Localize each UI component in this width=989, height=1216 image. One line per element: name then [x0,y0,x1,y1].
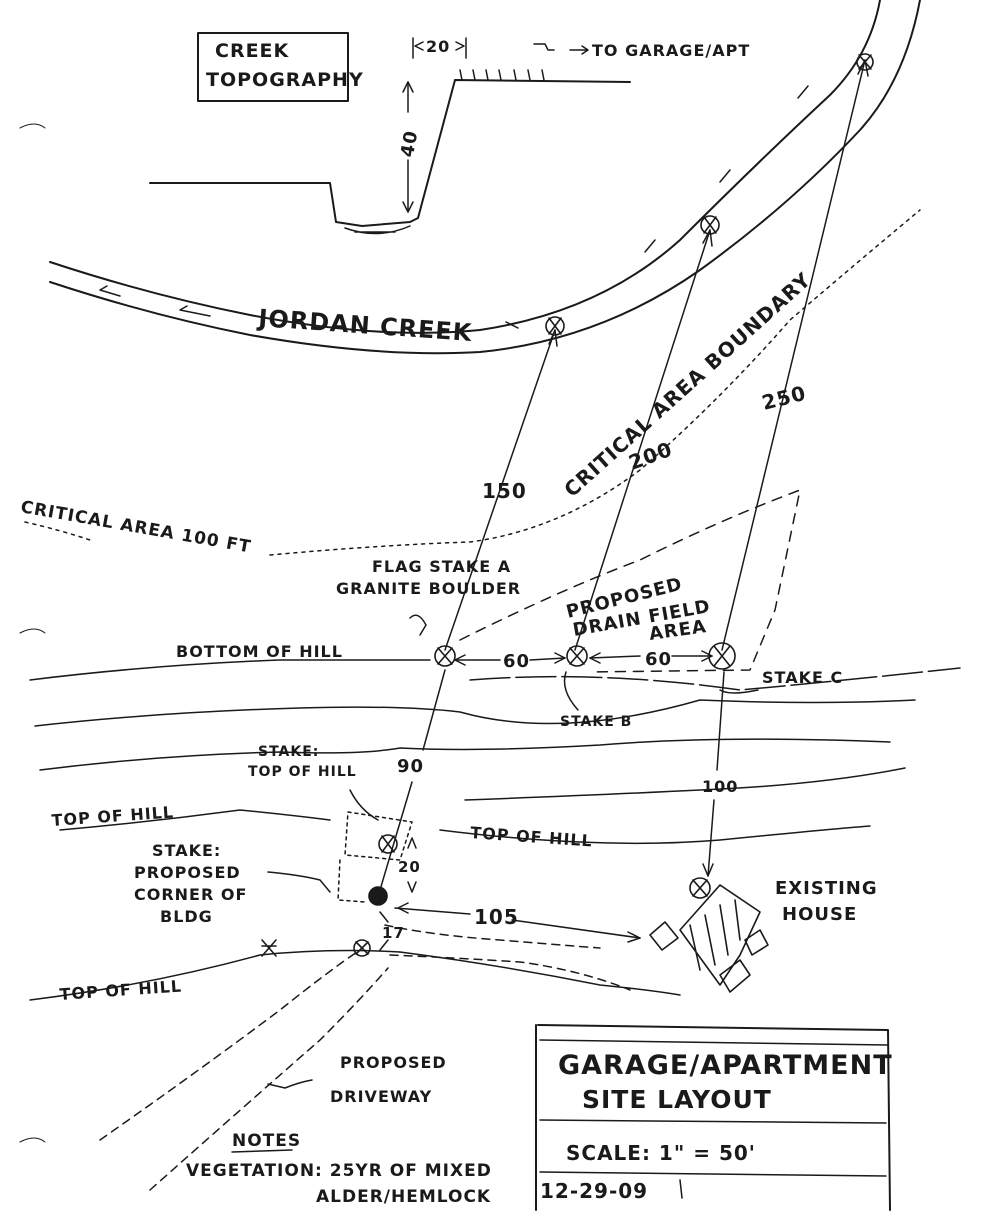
stake-a-label-2: GRANITE BOULDER [336,579,521,598]
measurement-lines [267,59,869,1089]
existing-house [649,884,769,993]
hill-label-top-center: TOP OF HILL [470,823,594,851]
proposed-driveway [99,924,631,1191]
stake-b-marker [566,645,588,667]
stake-b-label: STAKE B [560,714,632,730]
critical-area: CRITICAL AREA BOUNDARY CRITICAL AREA 100… [19,209,921,558]
hill-label-bottom: BOTTOM OF HILL [176,642,343,661]
house-label-1: EXISTING [775,878,878,899]
critical-area-boundary-label: CRITICAL AREA BOUNDARY [559,267,816,501]
title-block: GARAGE/APARTMENT SITE LAYOUT SCALE: 1" =… [535,1024,893,1211]
notes: NOTES VEGETATION: 25YR OF MIXED ALDER/HE… [186,1131,492,1207]
creek-bank-south [49,0,921,355]
stake-corner-label-4: BLDG [160,907,213,926]
driveway-label-2: DRIVEWAY [330,1087,432,1106]
stake-a-label-1: FLAG STAKE A [372,557,511,576]
inset-width-dim: 20 [426,37,450,56]
inset-title-box [197,32,349,102]
creek-topography-inset: CREEK TOPOGRAPHY 20 40 TO GARAGE/APT [149,32,750,235]
dim-b-to-c: 60 [645,649,672,670]
driveway-label-1: PROPOSED [340,1053,447,1072]
house-stake-marker [689,877,711,899]
notes-line-2: ALDER/HEMLOCK [316,1187,491,1207]
dimension-labels: 150 200 250 60 60 100 90 20 105 17 [382,381,809,942]
creek-mark-b [700,215,720,235]
binder-holes [19,123,46,1143]
stake-top-hill-label-2: TOP OF HILL [248,764,357,780]
lower-hill-stake-marker [353,939,371,957]
dim-hill-to-corner: 20 [398,858,421,876]
creek-mark-c [856,53,874,71]
dim-c-to-house: 100 [702,777,738,796]
hill-label-top-lower: TOP OF HILL [59,976,183,1004]
corner-stake-marker [368,886,388,906]
creek-water [344,225,411,235]
critical-area-line [269,209,921,556]
creek-mark-a [545,316,565,336]
stake-corner-label-2: PROPOSED [134,863,241,882]
hill-contours [29,659,961,1001]
inset-title-line-2: TOPOGRAPHY [206,69,364,91]
title-date: 12-29-09 [540,1179,648,1203]
house-label-2: HOUSE [782,904,857,925]
dim-corner-to-house: 105 [474,905,519,929]
stake-a-marker [434,645,456,667]
stake-corner-label-3: CORNER OF [134,885,247,904]
title-line-1: GARAGE/APARTMENT [558,1050,893,1081]
ground-hatching [459,69,545,81]
creek-bank-north [49,0,881,334]
notes-line-1: VEGETATION: 25YR OF MIXED [186,1161,492,1181]
left-hill-stake-marker [261,939,277,957]
inset-title-line-1: CREEK [215,40,290,62]
notes-heading: NOTES [232,1131,301,1151]
dim-a-to-creek: 150 [482,479,527,503]
stake-top-hill-label-1: STAKE: [258,744,319,760]
annotation-labels: FLAG STAKE A GRANITE BOULDER STAKE B STA… [134,557,878,1106]
hill-label-top-left: TOP OF HILL [51,802,175,830]
inset-direction-note: TO GARAGE/APT [592,41,750,60]
top-hill-stake-marker [378,834,398,854]
stake-markers [261,53,874,957]
title-line-2: SITE LAYOUT [582,1085,772,1114]
stake-c-marker [708,642,736,670]
stake-corner-label-1: STAKE: [152,841,221,860]
creek-profile-line [149,79,631,227]
dim-c-to-creek: 250 [759,381,808,415]
flow-arrows [99,85,809,329]
building-footprint [337,811,413,903]
critical-area-setback-label: CRITICAL AREA 100 FT [19,497,253,557]
dim-corner-to-hill: 17 [382,924,405,942]
stake-c-label: STAKE C [762,668,843,687]
dim-a-to-corner: 90 [397,756,424,777]
inset-depth-dim: 40 [397,129,422,159]
dim-a-to-b: 60 [503,651,530,672]
title-scale: SCALE: 1" = 50' [566,1141,756,1165]
